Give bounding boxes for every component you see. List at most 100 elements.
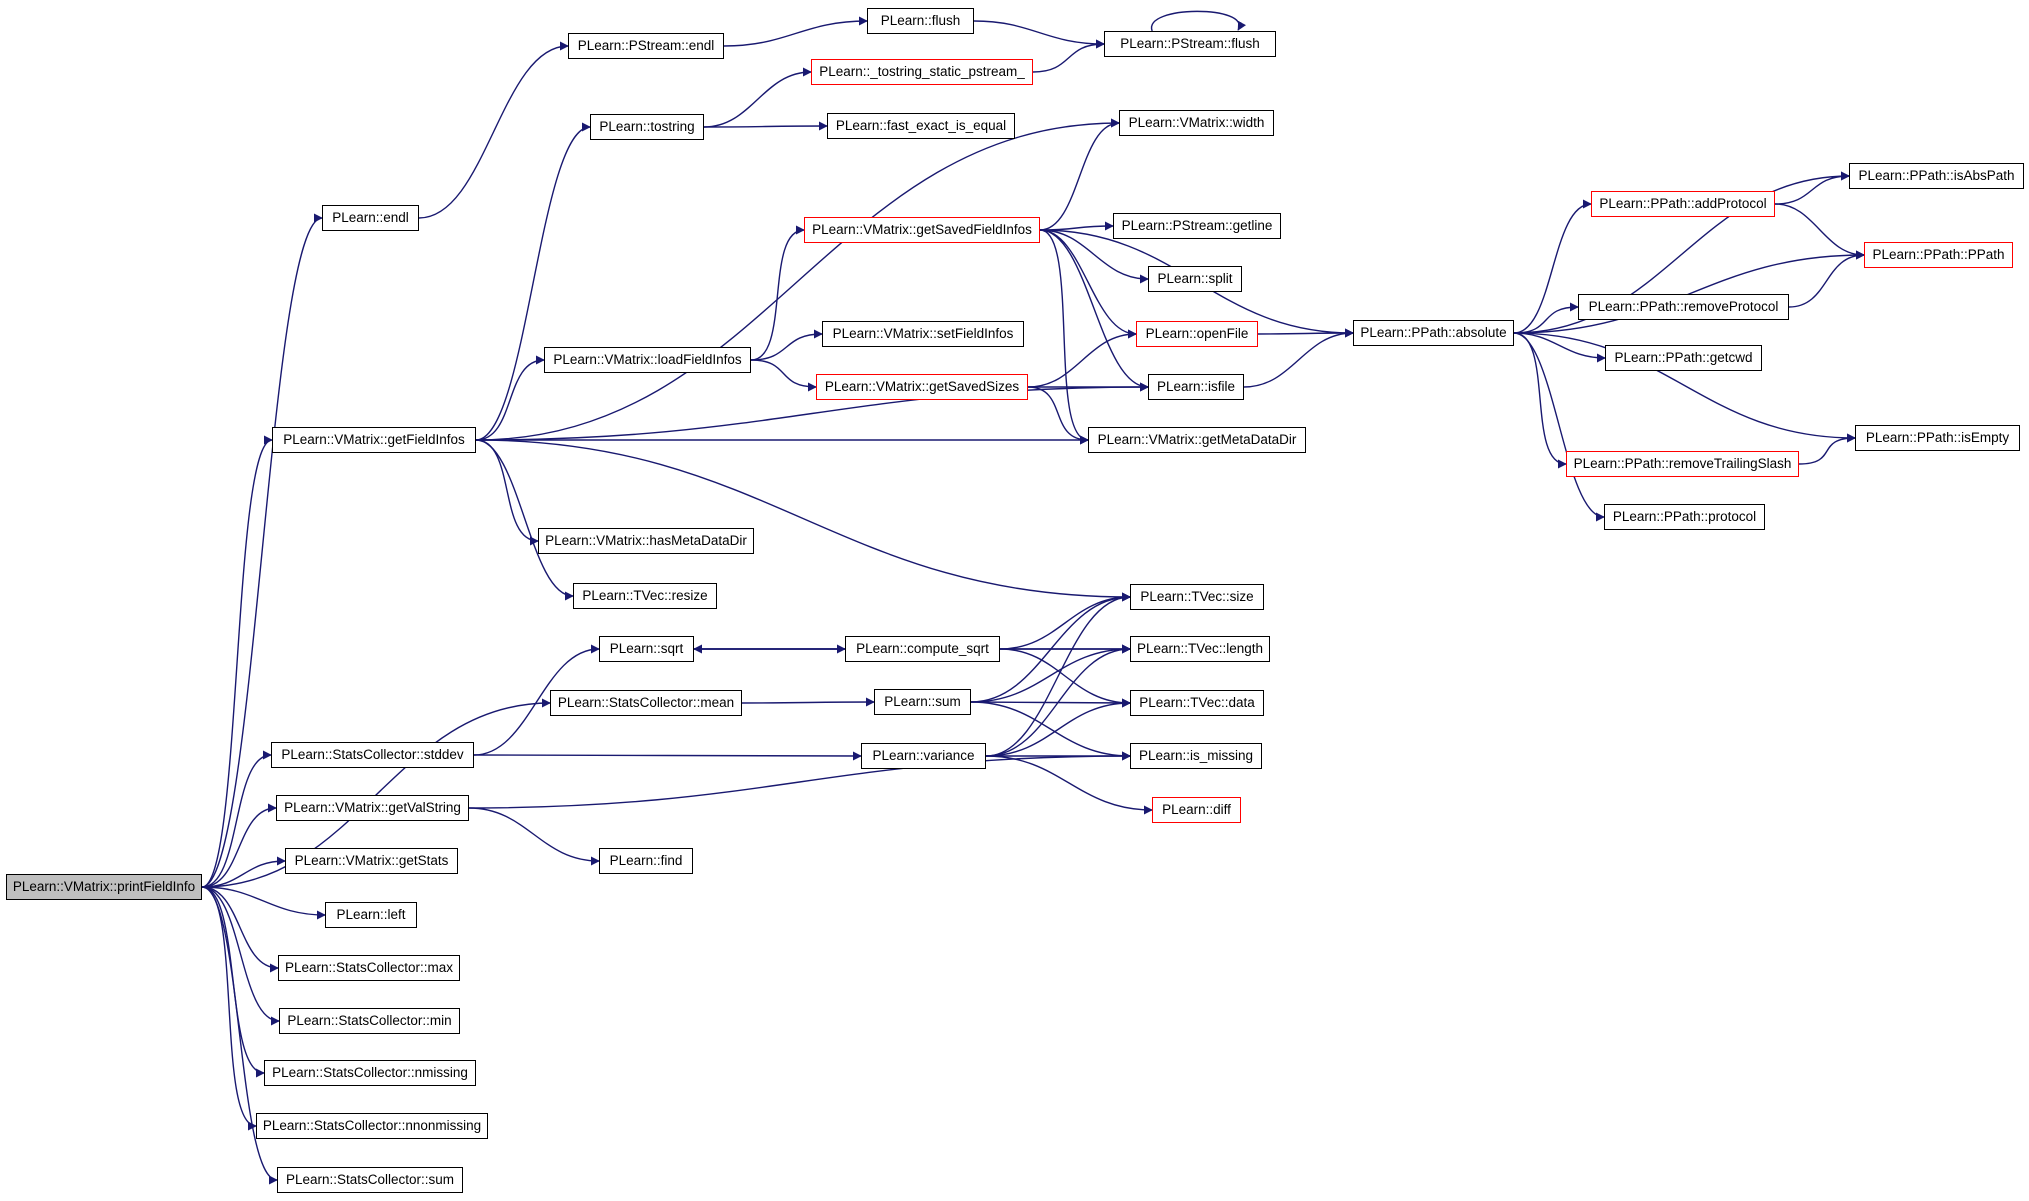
edge-getFieldInfos-to-vm-width [475, 118, 1120, 441]
edge-flush-to-pstream-flush [973, 20, 1105, 49]
node-absolute[interactable]: PLearn::PPath::absolute [1353, 320, 1514, 346]
node-split[interactable]: PLearn::split [1148, 266, 1242, 292]
node-sqrt[interactable]: PLearn::sqrt [599, 636, 694, 662]
edge-absolute-to-isEmpty [1513, 332, 1856, 443]
edge-absolute-to-removeProtocol [1513, 302, 1579, 334]
edge-getSavedSizes-to-getMetaDataDir [1027, 386, 1089, 445]
node-sum[interactable]: PLearn::sum [874, 689, 971, 715]
node-getStats[interactable]: PLearn::VMatrix::getStats [285, 848, 458, 874]
node-isfile[interactable]: PLearn::isfile [1148, 374, 1244, 400]
edge-getFieldInfos-to-loadFieldInfos [475, 355, 545, 441]
node-printFieldInfo[interactable]: PLearn::VMatrix::printFieldInfo [6, 874, 202, 900]
node-pstream-flush[interactable]: PLearn::PStream::flush [1104, 31, 1276, 57]
node-diff[interactable]: PLearn::diff [1152, 797, 1241, 823]
edge-printFieldInfo-to-sc-nnonmissing [201, 886, 257, 1131]
edge-loadFieldInfos-to-getSavedFieldInfos [750, 225, 805, 361]
edge-printFieldInfo-to-sc-min [201, 886, 280, 1026]
node-is-missing[interactable]: PLearn::is_missing [1130, 743, 1262, 769]
node-getFieldInfos[interactable]: PLearn::VMatrix::getFieldInfos [272, 427, 476, 453]
node-getline[interactable]: PLearn::PStream::getline [1113, 213, 1281, 239]
edge-absolute-to-addProtocol [1513, 199, 1592, 334]
edge-getFieldInfos-to-hasMetaDataDir [475, 439, 539, 546]
edge-getFieldInfos-to-tvec-resize [475, 439, 574, 601]
edge-pstream-flush-to-pstream-flush [1151, 10, 1247, 32]
edge-compute-sqrt-to-tvec-size [999, 592, 1131, 650]
edge-getSavedFieldInfos-to-vm-width [1039, 118, 1120, 231]
edge-printFieldInfo-to-getFieldInfos [201, 435, 273, 888]
node-tvec-resize[interactable]: PLearn::TVec::resize [573, 583, 717, 609]
node-find[interactable]: PLearn::find [599, 848, 693, 874]
node-vm-width[interactable]: PLearn::VMatrix::width [1119, 110, 1274, 136]
edge-compute-sqrt-to-tvec-data [999, 648, 1131, 708]
node-tostring[interactable]: PLearn::tostring [590, 114, 704, 140]
edge-sc-stddev-to-variance [473, 751, 862, 761]
edge-printFieldInfo-to-sc-max [201, 886, 279, 973]
node-sc-min[interactable]: PLearn::StatsCollector::min [279, 1008, 460, 1034]
node-left[interactable]: PLearn::left [325, 902, 417, 928]
edge-printFieldInfo-to-left [201, 886, 326, 920]
node-openFile[interactable]: PLearn::openFile [1136, 321, 1258, 347]
node-addProtocol[interactable]: PLearn::PPath::addProtocol [1591, 191, 1775, 217]
edge-variance-to-tvec-length [985, 644, 1131, 757]
edge-getFieldInfos-to-tvec-size [475, 439, 1131, 602]
edge-printFieldInfo-to-getValString [201, 803, 277, 888]
edge-sc-stddev-to-sqrt [473, 644, 600, 756]
edge-getValString-to-find [468, 807, 600, 866]
node-tvec-size[interactable]: PLearn::TVec::size [1130, 584, 1264, 610]
edge-absolute-to-removeTrailingSlash [1513, 332, 1567, 469]
node-hasMetaDataDir[interactable]: PLearn::VMatrix::hasMetaDataDir [538, 528, 754, 554]
node-endl[interactable]: PLearn::endl [322, 205, 419, 231]
node-protocol[interactable]: PLearn::PPath::protocol [1604, 504, 1765, 530]
node-flush[interactable]: PLearn::flush [867, 8, 974, 34]
edge-variance-to-diff [985, 755, 1153, 815]
edge-loadFieldInfos-to-setFieldInfos [750, 329, 823, 361]
node-sc-mean[interactable]: PLearn::StatsCollector::mean [550, 690, 742, 716]
node-isAbsPath[interactable]: PLearn::PPath::isAbsPath [1849, 163, 2024, 189]
node-variance[interactable]: PLearn::variance [861, 743, 986, 769]
node-compute-sqrt[interactable]: PLearn::compute_sqrt [845, 636, 1000, 662]
edge-loadFieldInfos-to-getSavedSizes [750, 359, 817, 392]
node-setFieldInfos[interactable]: PLearn::VMatrix::setFieldInfos [822, 321, 1024, 347]
node-getcwd[interactable]: PLearn::PPath::getcwd [1605, 345, 1762, 371]
edge-printFieldInfo-to-sc-stddev [201, 750, 272, 888]
edge-removeTrailingSlash-to-isEmpty [1798, 433, 1856, 465]
edge-tostring-static-to-pstream-flush [1032, 39, 1105, 73]
node-removeTrailingSlash[interactable]: PLearn::PPath::removeTrailingSlash [1566, 451, 1799, 477]
edge-sum-to-tvec-size [970, 592, 1131, 703]
edge-pstream-endl-to-flush [723, 16, 868, 47]
node-tvec-data[interactable]: PLearn::TVec::data [1130, 690, 1264, 716]
node-loadFieldInfos[interactable]: PLearn::VMatrix::loadFieldInfos [544, 347, 751, 373]
node-removeProtocol[interactable]: PLearn::PPath::removeProtocol [1578, 294, 1789, 320]
node-sc-max[interactable]: PLearn::StatsCollector::max [278, 955, 460, 981]
node-fast-exact[interactable]: PLearn::fast_exact_is_equal [827, 113, 1015, 139]
edge-sum-to-tvec-data [970, 698, 1131, 708]
node-sc-stddev[interactable]: PLearn::StatsCollector::stddev [271, 742, 474, 768]
edge-getValString-to-is-missing [468, 751, 1131, 809]
edge-sum-to-tvec-length [970, 644, 1131, 703]
edge-absolute-to-isAbsPath [1513, 171, 1850, 334]
edge-endl-to-pstream-endl [418, 41, 569, 219]
edge-absolute-to-protocol [1513, 332, 1605, 522]
edge-openFile-to-absolute [1257, 328, 1354, 338]
node-sc-nnonmissing[interactable]: PLearn::StatsCollector::nnonmissing [256, 1113, 488, 1139]
edge-getFieldInfos-to-tostring [475, 122, 591, 441]
node-ppath-ctor[interactable]: PLearn::PPath::PPath [1864, 242, 2013, 268]
node-sc-nmissing[interactable]: PLearn::StatsCollector::nmissing [264, 1060, 476, 1086]
node-tvec-length[interactable]: PLearn::TVec::length [1130, 636, 1270, 662]
edge-getSavedFieldInfos-to-getMetaDataDir [1039, 229, 1089, 445]
node-getSavedFieldInfos[interactable]: PLearn::VMatrix::getSavedFieldInfos [804, 217, 1040, 243]
node-isEmpty[interactable]: PLearn::PPath::isEmpty [1855, 425, 2020, 451]
node-tostring-static[interactable]: PLearn::_tostring_static_pstream_ [811, 59, 1033, 85]
edge-variance-to-tvec-size [985, 592, 1131, 757]
node-getValString[interactable]: PLearn::VMatrix::getValString [276, 795, 469, 821]
edge-getSavedFieldInfos-to-isfile [1039, 229, 1149, 392]
node-pstream-endl[interactable]: PLearn::PStream::endl [568, 33, 724, 59]
edge-addProtocol-to-ppath-ctor [1774, 203, 1865, 260]
edge-printFieldInfo-to-sc-sum [201, 886, 278, 1185]
node-getSavedSizes[interactable]: PLearn::VMatrix::getSavedSizes [816, 374, 1028, 400]
node-sc-sum[interactable]: PLearn::StatsCollector::sum [277, 1167, 463, 1193]
node-getMetaDataDir[interactable]: PLearn::VMatrix::getMetaDataDir [1088, 427, 1306, 453]
edge-printFieldInfo-to-endl [201, 213, 323, 888]
edge-printFieldInfo-to-getStats [201, 856, 286, 888]
